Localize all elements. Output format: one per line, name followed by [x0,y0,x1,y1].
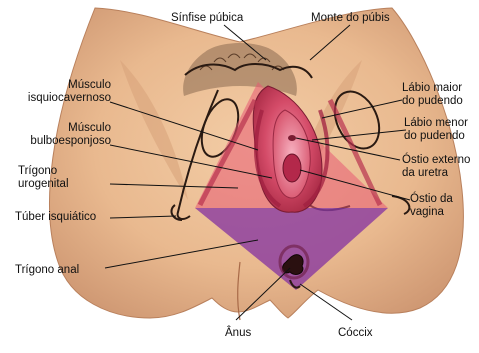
label-anus-text: Ânus [225,327,251,339]
vaginal-opening [283,154,301,182]
label-labio-menor-line1: Lábio menor [404,117,468,130]
label-ostio-vagina: Óstio da vagina [410,193,453,219]
label-ostio-externo-uretra: Óstio externo da uretra [402,154,470,180]
label-anus: Ânus [225,327,251,340]
label-tuber-isquiatico-text: Túber isquiático [15,211,96,223]
label-sinfise-pubica: Sínfise púbica [171,12,243,25]
label-musculo-bulboesponjoso: Músculo bulboesponjoso [15,122,111,148]
label-trigono-urogenital: Trígono urogenital [18,165,69,191]
label-musculo-isquiocavernoso: Músculo isquiocavernoso [15,79,111,105]
label-musculo-bulboesponjoso-line2: bulboesponjoso [15,135,111,148]
label-labio-maior-line2: do pudendo [402,95,463,108]
label-labio-menor: Lábio menor do pudendo [404,117,468,143]
label-ostio-externo-uretra-line1: Óstio externo [402,154,470,167]
urethral-opening [288,135,296,141]
label-trigono-urogenital-line2: urogenital [18,178,69,191]
label-ostio-vagina-line1: Óstio da [410,193,453,206]
label-trigono-anal-text: Trígono anal [15,264,79,276]
label-coccix-text: Cóccix [338,327,373,339]
label-sinfise-pubica-text: Sínfise púbica [171,12,243,24]
label-coccix: Cóccix [338,327,373,340]
label-labio-maior-line1: Lábio maior [402,82,463,95]
label-tuber-isquiatico: Túber isquiático [15,211,96,224]
label-labio-menor-line2: do pudendo [404,130,468,143]
label-labio-maior: Lábio maior do pudendo [402,82,463,108]
label-musculo-isquiocavernoso-line2: isquiocavernoso [15,92,111,105]
label-monte-do-pubis-text: Monte do púbis [311,12,390,24]
label-trigono-anal: Trígono anal [15,264,79,277]
label-trigono-urogenital-line1: Trígono [18,165,69,178]
label-monte-do-pubis: Monte do púbis [311,12,390,25]
label-ostio-vagina-line2: vagina [410,206,453,219]
label-musculo-isquiocavernoso-line1: Músculo [15,79,111,92]
label-ostio-externo-uretra-line2: da uretra [402,167,470,180]
label-musculo-bulboesponjoso-line1: Músculo [15,122,111,135]
